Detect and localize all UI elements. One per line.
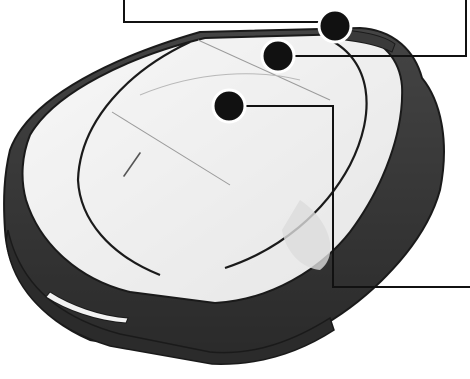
callout-marker-1 [319,10,351,42]
callout-marker-3 [213,90,245,122]
callout-marker-2 [262,40,294,72]
callout-line-1 [124,0,335,22]
